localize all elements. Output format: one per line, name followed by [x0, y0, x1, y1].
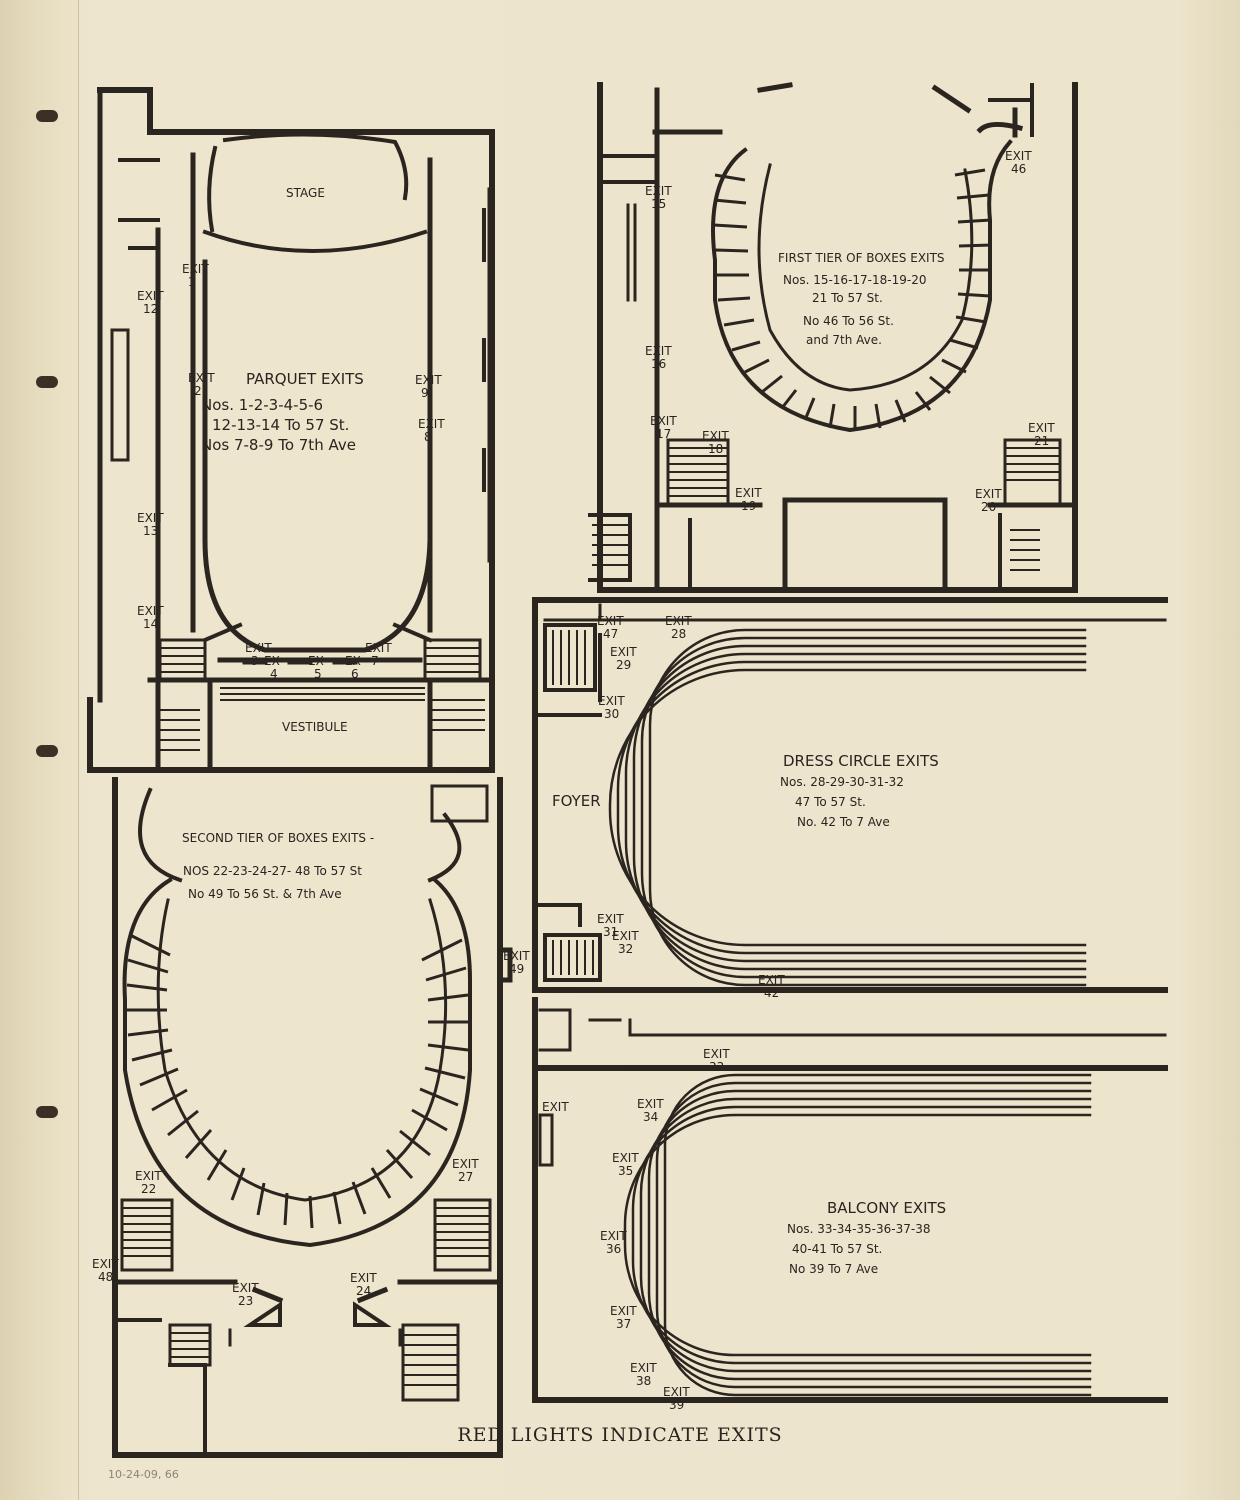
- seat-row: [632, 644, 1087, 971]
- balcony-rows: [623, 1073, 1092, 1397]
- foyer-label: FOYER: [552, 792, 601, 810]
- parquet-title: PARQUET EXITS: [246, 370, 364, 388]
- second-tier-line: No 49 To 56 St. & 7th Ave: [188, 887, 342, 901]
- seat-row: [608, 668, 1087, 947]
- dress-circle-title: DRESS CIRCLE EXITS: [783, 752, 939, 770]
- binding-strip: [0, 0, 79, 1500]
- vestibule-label: VESTIBULE: [282, 720, 348, 734]
- parquet-plan: STAGE VESTIBULE PARQUET EXITS Nos. 1-2-3…: [87, 87, 495, 773]
- balcony-plan: BALCONY EXITS Nos. 33-34-35-36-37-38 40-…: [532, 997, 1168, 1403]
- seat-row: [655, 1081, 1092, 1389]
- seat-row: [616, 660, 1087, 955]
- first-tier-line: Nos. 15-16-17-18-19-20: [783, 273, 926, 287]
- second-tier-line: NOS 22-23-24-27- 48 To 57 St: [183, 864, 362, 878]
- dress-circle-line: Nos. 28-29-30-31-32: [780, 775, 904, 789]
- stair-hatch: [160, 647, 485, 751]
- binding-hole: [36, 110, 58, 122]
- dress-circle-line: No. 42 To 7 Ave: [797, 815, 890, 829]
- first-tier-line: 21 To 57 St.: [812, 291, 883, 305]
- parquet-line: 12-13-14 To 57 St.: [212, 416, 349, 434]
- parquet-line: Nos 7-8-9 To 7th Ave: [201, 436, 356, 454]
- footer-caption: RED LIGHTS INDICATE EXITS: [457, 1424, 783, 1446]
- seat-row: [648, 628, 1087, 987]
- balcony-title: BALCONY EXITS: [827, 1199, 946, 1217]
- box-partitions: [713, 168, 993, 430]
- binding-hole: [36, 745, 58, 757]
- seat-row: [624, 652, 1087, 963]
- stage-label: STAGE: [286, 186, 325, 200]
- seat-row: [640, 636, 1087, 979]
- parquet-line: Nos. 1-2-3-4-5-6: [201, 396, 323, 414]
- seat-row: [623, 1113, 1092, 1357]
- exit-label: EXIT: [542, 1100, 569, 1114]
- first-tier-line: No 46 To 56 St.: [803, 314, 894, 328]
- first-tier-plan: FIRST TIER OF BOXES EXITS Nos. 15-16-17-…: [588, 82, 1078, 593]
- balcony-line: No 39 To 7 Ave: [789, 1262, 878, 1276]
- first-tier-line: and 7th Ave.: [806, 333, 882, 347]
- seat-row: [639, 1097, 1092, 1373]
- seat-row: [663, 1073, 1092, 1397]
- first-tier-title: FIRST TIER OF BOXES EXITS: [778, 251, 945, 265]
- balcony-line: 40-41 To 57 St.: [792, 1242, 882, 1256]
- pencil-annotation: 10-24-09, 66: [108, 1468, 179, 1481]
- balcony-line: Nos. 33-34-35-36-37-38: [787, 1222, 930, 1236]
- dress-circle-rows: [608, 628, 1087, 987]
- second-tier-title: SECOND TIER OF BOXES EXITS -: [182, 831, 374, 845]
- seat-row: [631, 1105, 1092, 1365]
- seat-row: [647, 1089, 1092, 1381]
- dress-circle-line: 47 To 57 St.: [795, 795, 866, 809]
- dress-circle-plan: FOYER DRESS CIRCLE EXITS Nos. 28-29-30-3…: [532, 597, 1168, 993]
- second-tier-plan: SECOND TIER OF BOXES EXITS - NOS 22-23-2…: [112, 777, 513, 1458]
- binding-hole: [36, 1106, 58, 1118]
- binding-hole: [36, 376, 58, 388]
